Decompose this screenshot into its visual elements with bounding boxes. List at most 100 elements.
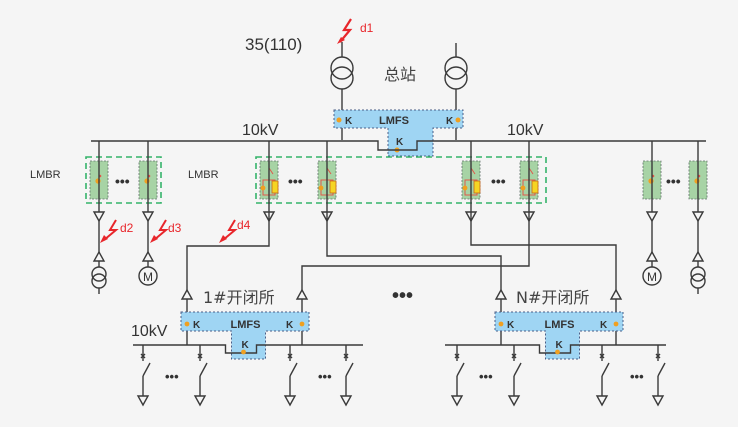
sensor-icon [318,185,324,191]
outgoing-feeder [595,345,610,407]
lmbr-ellipsis: ••• [491,173,506,189]
lmfs-label: LMFS [379,115,409,127]
lmbr-ellipsis: ••• [666,173,681,189]
fault-d1: d1 [337,18,374,44]
outgoing-feeder [651,345,666,407]
outgoing-feeder [193,345,208,407]
cable-terminal-icon [180,288,194,300]
source-voltage-label: 35(110) [245,35,302,54]
resistor-icon [329,180,337,194]
load-transformer-icon [690,250,706,294]
main-lmfs: LMFS K K K [333,109,464,157]
switch-k-bus: K [396,137,404,148]
lmfs-label: LMFS [545,319,575,331]
sensor-icon [299,321,305,327]
lmbr-ellipsis: ••• [115,173,130,189]
load-motor-icon: M [138,250,158,286]
outgoing-feeder [450,345,465,407]
svg-text:d4: d4 [237,218,251,232]
lmfs-box [494,311,624,360]
outgoing-feeder [507,345,522,407]
switch-k-label: K [242,340,250,351]
sensor-icon [241,349,246,355]
switch-k-label: K [286,320,294,331]
lmbr-layer: ••• ••• ••• ••• [85,156,708,204]
bus-label-left: 10kV [242,122,279,139]
switch-k-left: K [345,116,353,127]
cable-terminal-icon [283,395,297,407]
switch-blade-icon [345,362,354,377]
sensor-icon [555,349,560,355]
cable-terminal-icon [645,211,659,223]
sensor-icon [144,178,150,184]
outgoing-feeder [136,345,151,407]
switch-k-label: K [556,340,564,351]
load-transformer-icon [91,250,107,294]
resistor-icon [531,180,539,194]
switch-blade-icon [513,362,522,377]
resistor-icon [271,180,279,194]
svg-text:d3: d3 [168,221,182,235]
sensor-icon [95,178,101,184]
lmbr-ellipsis: ••• [288,173,303,189]
svg-text:M: M [647,270,657,284]
svg-text:d1: d1 [360,21,374,35]
cable-terminal-icon [450,395,464,407]
switch-k-label: K [507,320,515,331]
substation-bus [445,344,666,354]
switch-blade-icon [289,362,298,377]
feeder-ellipsis: ••• [165,369,179,384]
switch-k-label: K [600,320,608,331]
substation-ellipsis: ••• [392,285,413,307]
fault-d3: d3 [150,219,182,243]
cable-terminal-icon [141,250,155,262]
cable-terminal-icon [339,395,353,407]
lmfs-box [180,311,310,360]
cable-terminal-icon [92,211,106,223]
cable-terminal-icon [645,250,659,262]
interconnect-wiring [186,212,617,290]
substation-bus [133,344,363,354]
sensor-icon [648,178,654,184]
substation-label: 1#开闭所 [203,288,275,307]
cable-terminal-icon [507,395,521,407]
cable-terminal-icon [595,395,609,407]
svg-text:d2: d2 [120,221,134,235]
sub-bus-label: 10kV [131,323,168,340]
substation-label: N#开闭所 [516,288,589,307]
lmfs-label: LMFS [231,319,261,331]
cable-terminal-icon [651,395,665,407]
sensor-icon [694,178,700,184]
bus-label-right: 10kV [507,122,544,139]
outgoing-feeder [283,345,298,407]
cable-terminal-icon [295,288,309,300]
switch-blade-icon [142,362,151,377]
lmbr-label-2: LMBR [188,169,219,181]
feeder-ellipsis: ••• [630,369,644,384]
feeder-ellipsis: ••• [479,369,493,384]
switch-blade-icon [601,362,610,377]
cable-terminal-icon [136,395,150,407]
lmbr-group-border [255,156,547,204]
cable-terminal-icon [141,211,155,223]
sensor-icon [498,321,504,327]
sensor-icon [462,185,468,191]
substation-2: N#开闭所 LMFS K K K ••• ••• [445,288,666,407]
cable-terminal-icon [193,395,207,407]
fault-d4: d4 [219,218,251,243]
cable-terminal-icon [691,250,705,262]
switch-blade-icon [456,362,465,377]
resistor-icon [473,180,481,194]
cable-terminal-icon [609,288,623,300]
feeder-ellipsis: ••• [318,369,332,384]
sensor-icon [520,185,526,191]
main-10kv-bus [91,140,706,151]
switch-blade-icon [657,362,666,377]
switch-k-right: K [446,116,454,127]
outgoing-feeder [339,345,354,407]
cable-terminal-icon [691,211,705,223]
